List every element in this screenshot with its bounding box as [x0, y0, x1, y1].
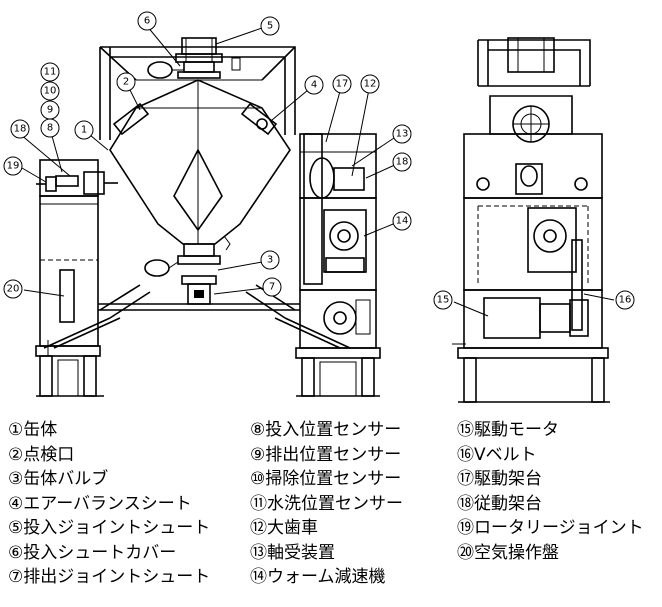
callout-label: 20 — [7, 284, 20, 295]
side-body — [452, 133, 610, 403]
callout-9: 9 — [40, 100, 60, 120]
vessel-valve — [144, 235, 231, 277]
callout-label: 13 — [396, 129, 409, 140]
front-view — [35, 37, 381, 397]
legend-item: ④エアーバランスシート — [8, 493, 192, 514]
callout-label: 18 — [14, 124, 27, 135]
inspection-port-left — [112, 102, 150, 136]
callout-label: 7 — [269, 282, 275, 293]
callout-label: 5 — [267, 21, 273, 32]
callout-12: 12 — [360, 74, 380, 94]
legend-item: ⑰駆動架台 — [457, 469, 542, 489]
callout-6: 6 — [137, 11, 157, 31]
callout-label: 6 — [144, 16, 150, 27]
callout-15: 15 — [433, 290, 453, 310]
legend-item: ⑫大歯車 — [250, 518, 318, 538]
callout-20: 20 — [3, 279, 23, 299]
legend-item: ⑤投入ジョイントシュート — [8, 518, 211, 538]
legend-item: ⑳空気操作盤 — [457, 542, 559, 563]
callout-8: 8 — [40, 118, 60, 138]
legend-column-3: ⑮駆動モータ ⑯Vベルト ⑰駆動架台 ⑱従動架台 ⑲ロータリージョイント ⑳空気… — [457, 418, 644, 565]
discharge-joint-chute — [181, 275, 217, 305]
side-view — [452, 37, 610, 403]
callout-4: 4 — [304, 75, 324, 95]
side-top-frame — [477, 37, 591, 143]
drive-stand — [295, 133, 381, 397]
callout-label: 18 — [396, 157, 409, 168]
callout-16: 16 — [615, 290, 635, 310]
callout-label: 10 — [44, 86, 57, 97]
callout-17: 17 — [332, 74, 352, 94]
callout-14: 14 — [392, 211, 412, 231]
legend-item: ⑱従動架台 — [457, 493, 542, 514]
inlet-joint-chute — [175, 37, 241, 79]
callout-1: 1 — [74, 120, 94, 140]
legend-item: ⑬軸受装置 — [250, 542, 335, 563]
callout-label: 16 — [619, 295, 632, 306]
inlet-chute-cover — [147, 61, 184, 79]
callout-18-front: 18 — [10, 119, 30, 139]
callout-label: 14 — [396, 216, 409, 227]
callout-7: 7 — [262, 277, 282, 297]
callout-label: 8 — [47, 123, 53, 134]
driven-stand — [35, 159, 118, 397]
legend-item: ⑩掃除位置センサー — [250, 469, 402, 489]
callout-2: 2 — [116, 72, 136, 92]
legend-item: ⑧投入位置センサー — [250, 420, 402, 440]
legend-column-1: ①缶体 ②点検口 ③缶体バルブ ④エアーバランスシート ⑤投入ジョイントシュート… — [8, 418, 210, 590]
callout-10: 10 — [40, 81, 60, 101]
v-vessel — [109, 79, 291, 245]
callout-label: 2 — [123, 77, 129, 88]
callout-19: 19 — [3, 156, 23, 176]
front-base-frame — [43, 284, 351, 349]
callout-label: 3 — [267, 255, 273, 266]
callout-label: 11 — [44, 67, 57, 78]
legend-item: ⑲ロータリージョイント — [457, 518, 644, 538]
legend-item: ⑥投入シュートカバー — [8, 542, 177, 563]
rotary-joint — [36, 176, 57, 192]
legend-item: ⑪水洗位置センサー — [250, 493, 403, 514]
inspection-port-right — [240, 102, 278, 136]
callout-5: 5 — [260, 16, 280, 36]
legend-column-2: ⑧投入位置センサー ⑨排出位置センサー ⑩掃除位置センサー ⑪水洗位置センサー … — [250, 418, 403, 590]
legend-item: ②点検口 — [8, 444, 75, 465]
callout-18-drive: 18 — [392, 152, 412, 172]
legend-item: ⑯Vベルト — [457, 444, 537, 465]
callout-13: 13 — [392, 124, 412, 144]
callout-label: 4 — [311, 80, 317, 91]
leader-lines — [19, 25, 615, 317]
callout-label: 17 — [336, 79, 349, 90]
callout-label: 19 — [7, 161, 20, 172]
legend-item: ⑦排出ジョイントシュート — [8, 567, 211, 587]
callout-label: 1 — [81, 125, 87, 136]
callout-label: 15 — [437, 295, 450, 306]
legend-item: ③缶体バルブ — [8, 469, 109, 489]
legend-item: ⑮駆動モータ — [457, 420, 559, 440]
legend-item: ①缶体 — [8, 420, 58, 440]
legend-item: ⑨排出位置センサー — [250, 444, 402, 465]
callout-3: 3 — [260, 250, 280, 270]
callout-11: 11 — [40, 62, 60, 82]
callout-label: 12 — [364, 79, 377, 90]
legend-item: ⑭ウォーム減速機 — [250, 567, 386, 587]
callout-label: 9 — [47, 105, 53, 116]
